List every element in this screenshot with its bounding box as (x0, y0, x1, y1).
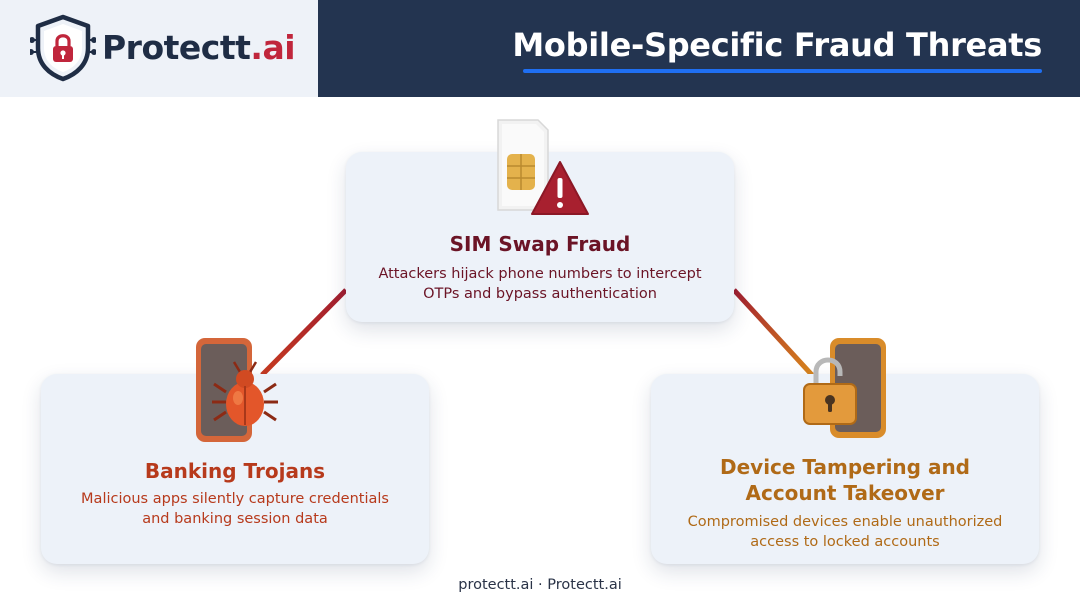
phone-unlocked-padlock-icon (803, 338, 886, 438)
card-title-banking-trojans: Banking Trojans (144, 459, 326, 483)
logo-panel: Protectt.ai (0, 0, 318, 97)
card-title-line: Account Takeover (745, 481, 945, 505)
card-desc-line: Attackers hijack phone numbers to interc… (378, 266, 702, 282)
card-desc-device-tampering: Compromised devices enable unauthorized … (671, 512, 1019, 552)
title-underline (523, 69, 1042, 73)
footer-text: protectt.ai · Protectt.ai (458, 577, 622, 593)
card-title-sim-swap: SIM Swap Fraud (449, 232, 631, 256)
card-desc-line: and banking session data (142, 511, 328, 527)
title-panel: Mobile-Specific Fraud Threats (318, 0, 1080, 97)
sim-card-warning-icon (497, 119, 589, 215)
card-desc-line: OTPs and bypass authentication (423, 286, 657, 302)
phone-bug-icon (196, 338, 278, 442)
card-desc-line: access to locked accounts (750, 534, 940, 550)
card-desc-line: Malicious apps silently capture credenti… (81, 491, 389, 507)
header: Protectt.ai Mobile-Specific Fraud Threat… (0, 0, 1080, 97)
page-title: Mobile-Specific Fraud Threats (512, 26, 1042, 64)
card-title-device-tampering: Device Tampering and Account Takeover (651, 454, 1039, 506)
card-desc-sim-swap: Attackers hijack phone numbers to interc… (366, 264, 714, 304)
card-desc-banking-trojans: Malicious apps silently capture credenti… (61, 489, 409, 529)
connector-sim-to-device (732, 288, 814, 377)
logo-text-accent: .ai (250, 28, 296, 67)
logo-text: Protectt.ai (102, 26, 296, 70)
shield-lock-icon (30, 14, 96, 82)
connector-sim-to-trojan (260, 288, 348, 377)
card-title-line: Device Tampering and (719, 455, 970, 479)
logo-text-main: Protectt (102, 28, 251, 67)
card-sim-swap: SIM Swap Fraud Attackers hijack phone nu… (346, 152, 734, 322)
card-desc-line: Compromised devices enable unauthorized (687, 514, 1003, 530)
